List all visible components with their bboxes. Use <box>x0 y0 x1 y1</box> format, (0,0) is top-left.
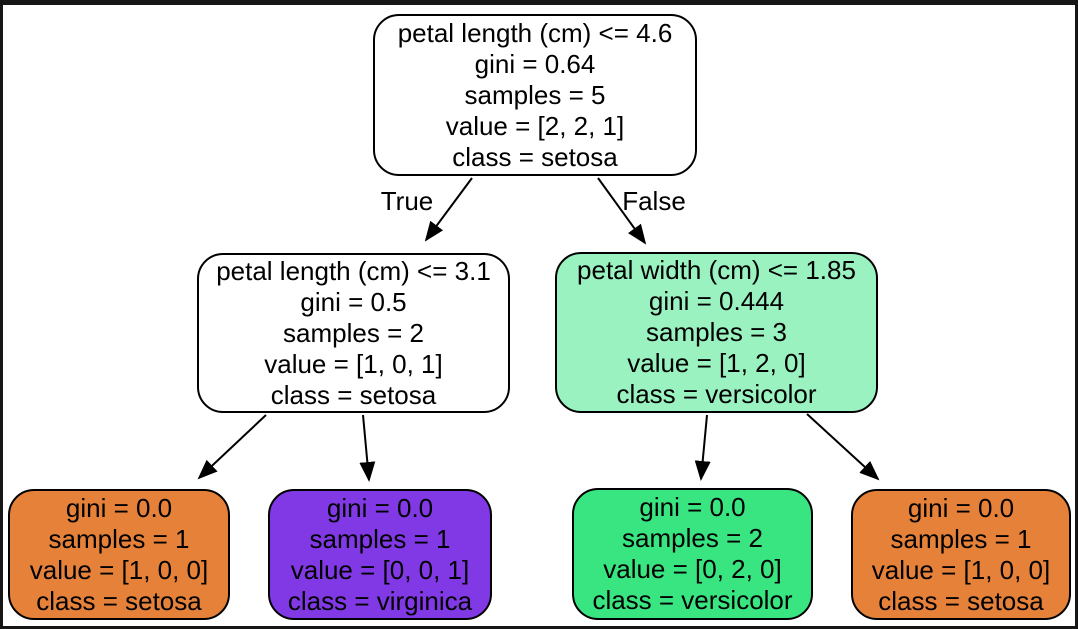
edge-root-to-left <box>424 177 473 242</box>
edge-label-false: False <box>622 186 686 216</box>
node-samples: samples = 2 <box>622 523 763 553</box>
node-class: class = versicolor <box>592 585 793 615</box>
tree-node-leaf-setosa-2: gini = 0.0 samples = 1 value = [1, 0, 0]… <box>851 489 1071 620</box>
node-class: class = setosa <box>270 379 437 410</box>
node-samples: samples = 2 <box>283 317 424 348</box>
tree-node-right-internal: petal width (cm) <= 1.85 gini = 0.444 sa… <box>555 252 878 413</box>
node-value: value = [2, 2, 1] <box>445 110 625 141</box>
tree-node-leaf-versicolor: gini = 0.0 samples = 2 value = [0, 2, 0]… <box>572 488 813 620</box>
node-gini: gini = 0.5 <box>300 286 407 317</box>
tree-node-leaf-setosa-1: gini = 0.0 samples = 1 value = [1, 0, 0]… <box>8 489 230 620</box>
node-samples: samples = 3 <box>646 317 787 347</box>
node-samples: samples = 1 <box>890 523 1032 554</box>
edge-right-to-leaf4 <box>806 413 880 481</box>
edge-left-to-leaf1 <box>197 414 267 480</box>
node-class: class = virginica <box>287 585 473 616</box>
node-class: class = setosa <box>878 585 1044 616</box>
node-value: value = [0, 2, 0] <box>603 554 782 584</box>
node-value: value = [1, 2, 0] <box>627 348 806 378</box>
node-samples: samples = 1 <box>48 523 190 554</box>
node-split-condition: petal length (cm) <= 3.1 <box>216 255 491 286</box>
node-gini: gini = 0.0 <box>65 492 173 523</box>
node-gini: gini = 0.0 <box>907 492 1015 523</box>
tree-node-left-internal: petal length (cm) <= 3.1 gini = 0.5 samp… <box>197 253 510 413</box>
node-value: value = [1, 0, 1] <box>264 348 443 379</box>
edge-right-to-leaf3 <box>694 414 711 481</box>
node-samples: samples = 1 <box>309 523 451 554</box>
node-gini: gini = 0.64 <box>474 48 596 79</box>
node-samples: samples = 5 <box>464 79 606 110</box>
node-value: value = [0, 0, 1] <box>290 554 470 585</box>
node-gini: gini = 0.0 <box>639 492 746 522</box>
node-class: class = setosa <box>36 585 202 616</box>
node-class: class = setosa <box>452 141 618 172</box>
node-value: value = [1, 0, 0] <box>29 554 209 585</box>
edge-left-to-leaf2 <box>359 414 376 482</box>
node-gini: gini = 0.444 <box>648 286 785 316</box>
node-gini: gini = 0.0 <box>326 492 434 523</box>
node-value: value = [1, 0, 0] <box>871 554 1051 585</box>
edge-root-to-right <box>597 177 647 245</box>
tree-node-root: petal length (cm) <= 4.6 gini = 0.64 sam… <box>373 14 697 176</box>
node-split-condition: petal length (cm) <= 4.6 <box>397 17 673 48</box>
node-split-condition: petal width (cm) <= 1.85 <box>577 255 856 285</box>
edge-label-true: True <box>380 186 434 216</box>
node-class: class = versicolor <box>616 379 817 409</box>
tree-node-leaf-virginica: gini = 0.0 samples = 1 value = [0, 0, 1]… <box>268 489 492 620</box>
